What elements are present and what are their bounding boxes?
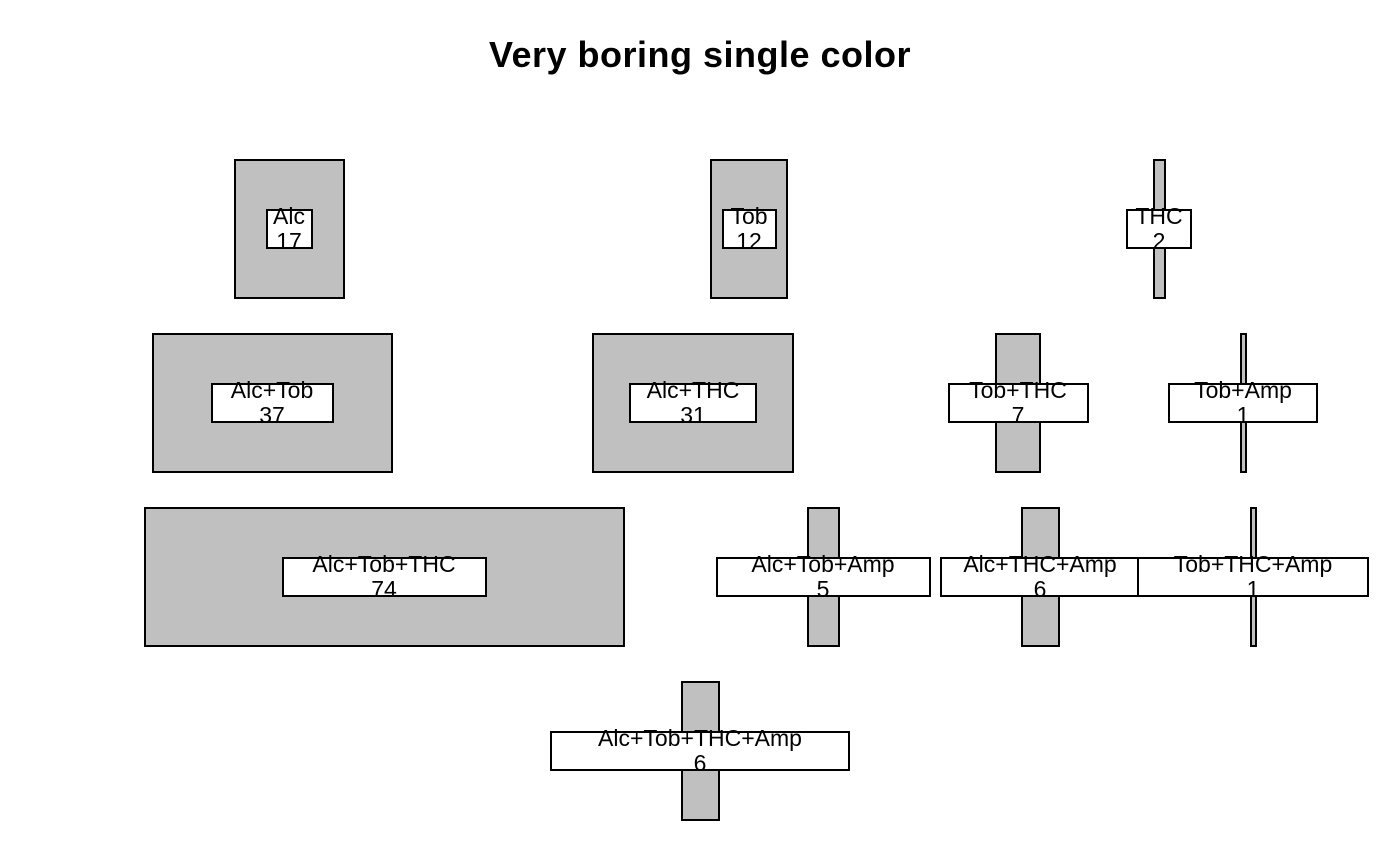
set-name: THC	[1135, 203, 1183, 229]
set-name: Tob+THC	[969, 377, 1067, 403]
set-count: 1	[1236, 402, 1250, 428]
set-name: Alc+THC+Amp	[963, 551, 1117, 577]
set-name: Tob+THC+Amp	[1173, 551, 1333, 577]
set-count: 6	[1033, 576, 1047, 602]
set-count: 31	[680, 402, 706, 428]
set-name: Tob	[730, 203, 768, 229]
set-count: 6	[693, 750, 707, 776]
set-count: 74	[371, 576, 397, 602]
set-count: 1	[1246, 576, 1260, 602]
set-count: 12	[736, 228, 762, 254]
set-count: 2	[1152, 228, 1166, 254]
set-count: 17	[276, 228, 302, 254]
set-name: Alc+Tob+Amp	[751, 551, 895, 577]
set-count: 37	[259, 402, 285, 428]
set-name: Tob+Amp	[1194, 377, 1292, 403]
set-name: Alc+Tob+THC+Amp	[598, 725, 802, 751]
set-count: 5	[816, 576, 830, 602]
set-name: Alc	[273, 203, 305, 229]
set-count: 7	[1011, 402, 1025, 428]
set-name: Alc+Tob+THC	[312, 551, 456, 577]
set-name: Alc+Tob	[230, 377, 314, 403]
chart-title: Very boring single color	[488, 34, 912, 75]
set-name: Alc+THC	[646, 377, 740, 403]
